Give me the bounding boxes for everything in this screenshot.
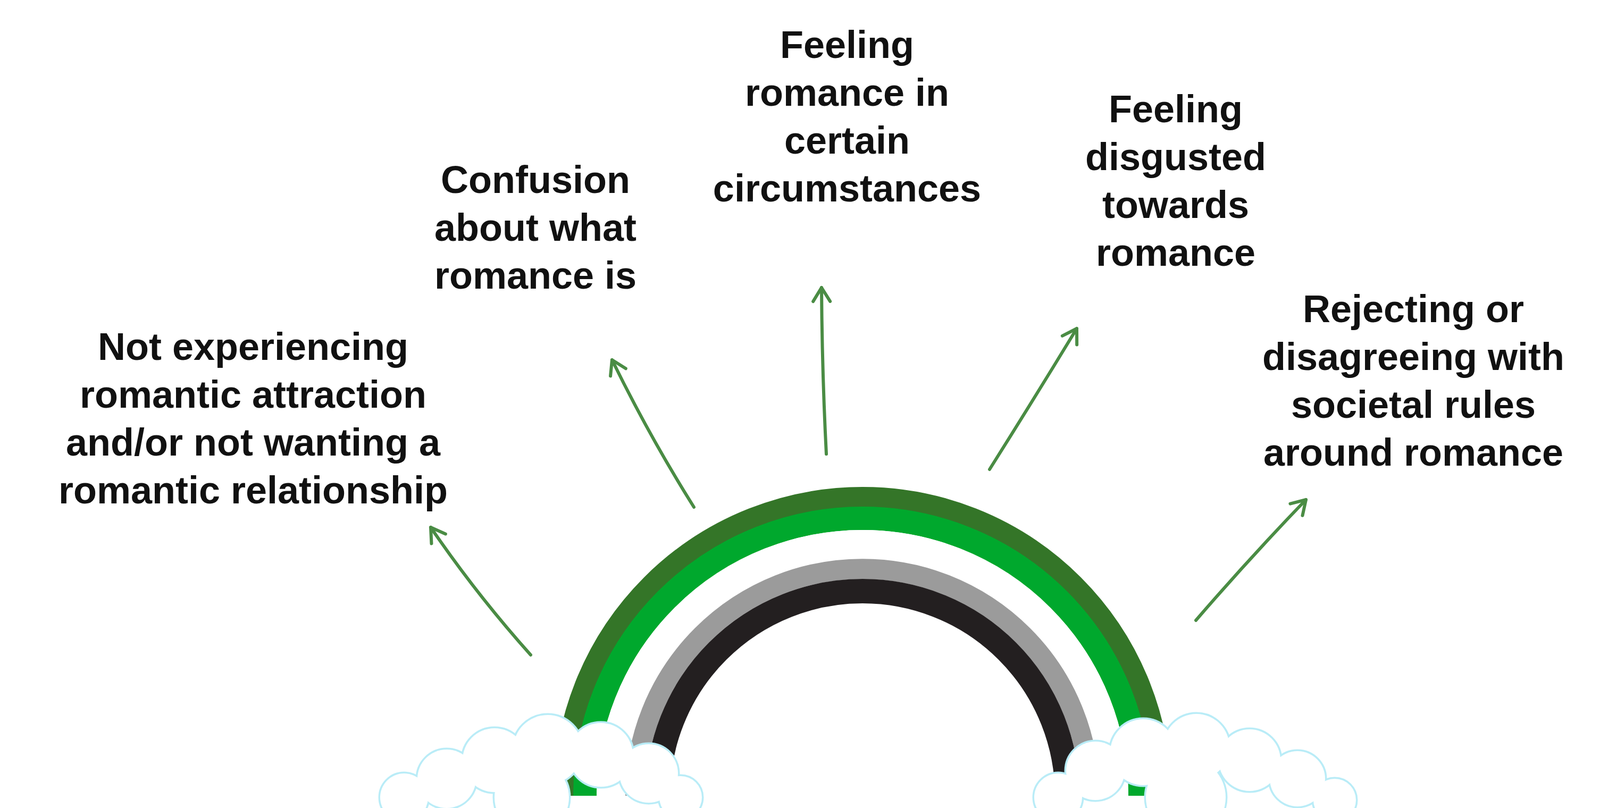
arrow-label: Rejecting or disagreeing with societal r… [1251, 285, 1576, 477]
cloud [380, 714, 1356, 808]
leader-arrow [430, 527, 531, 656]
arrow-label: Confusion about what romance is [415, 155, 656, 300]
arrow-label: Not experiencing romantic attraction and… [45, 322, 461, 515]
rainbow-band [635, 568, 1090, 797]
leader-arrow [612, 359, 694, 508]
leader-arrow [1195, 499, 1306, 621]
rainbow-band [657, 591, 1068, 797]
leader-arrow [989, 328, 1077, 470]
rainbow-band [610, 544, 1114, 797]
arrow-label: Feeling romance in certain circumstances [698, 20, 996, 213]
arrow-label: Feeling disgusted towards romance [1064, 85, 1288, 277]
leader-arrow [821, 287, 827, 455]
